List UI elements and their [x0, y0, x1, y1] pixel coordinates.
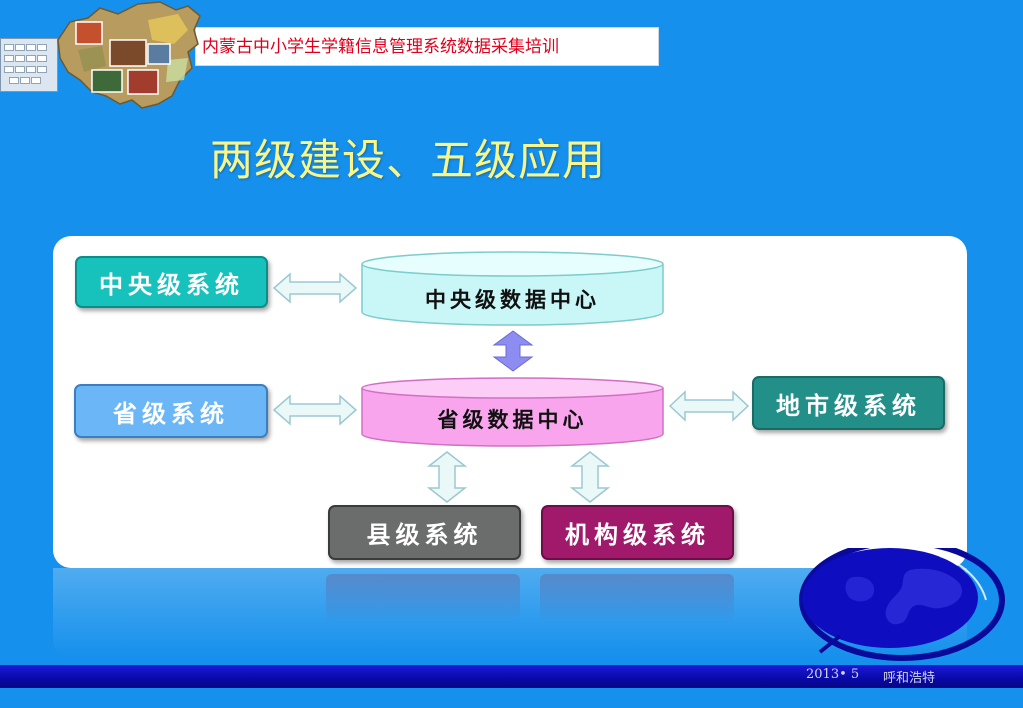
footer-location: 呼和浩特: [883, 671, 936, 686]
provincial-data-center: 省级数据中心: [360, 376, 665, 448]
globe-decoration: [799, 548, 1005, 661]
provincial-link-arrow: [272, 394, 358, 426]
central-link-arrow: [272, 272, 358, 304]
institution-link-arrow: [569, 451, 611, 503]
city-link-arrow: [668, 390, 750, 422]
provincial-data-center-label: 省级数据中心: [437, 407, 588, 432]
bottom-bar: [0, 665, 1023, 688]
provincial-data-center-shape: [361, 377, 664, 447]
institution-box-reflection: [540, 574, 734, 624]
city-system-box: 地市级系统: [752, 376, 945, 430]
central-data-center-label: 中央级数据中心: [425, 287, 600, 312]
county-link-arrow: [426, 451, 468, 503]
footer-date: 2013• 5: [806, 667, 860, 682]
slide-title: 两级建设、五级应用: [210, 136, 606, 186]
central-data-center-shape: [361, 251, 664, 326]
data-center-sync-arrow: [492, 330, 534, 372]
institution-system-box: 机构级系统: [541, 505, 734, 560]
china-map-logo: [57, 1, 201, 109]
header-banner: 内蒙古中小学生学籍信息管理系统数据采集培训: [195, 27, 659, 66]
central-system-box: 中央级系统: [75, 256, 268, 308]
central-data-center: 中央级数据中心: [360, 250, 665, 328]
provincial-system-box: 省级系统: [74, 384, 268, 438]
county-system-box: 县级系统: [328, 505, 521, 560]
keyboard-image: [0, 38, 58, 92]
county-box-reflection: [326, 574, 520, 624]
